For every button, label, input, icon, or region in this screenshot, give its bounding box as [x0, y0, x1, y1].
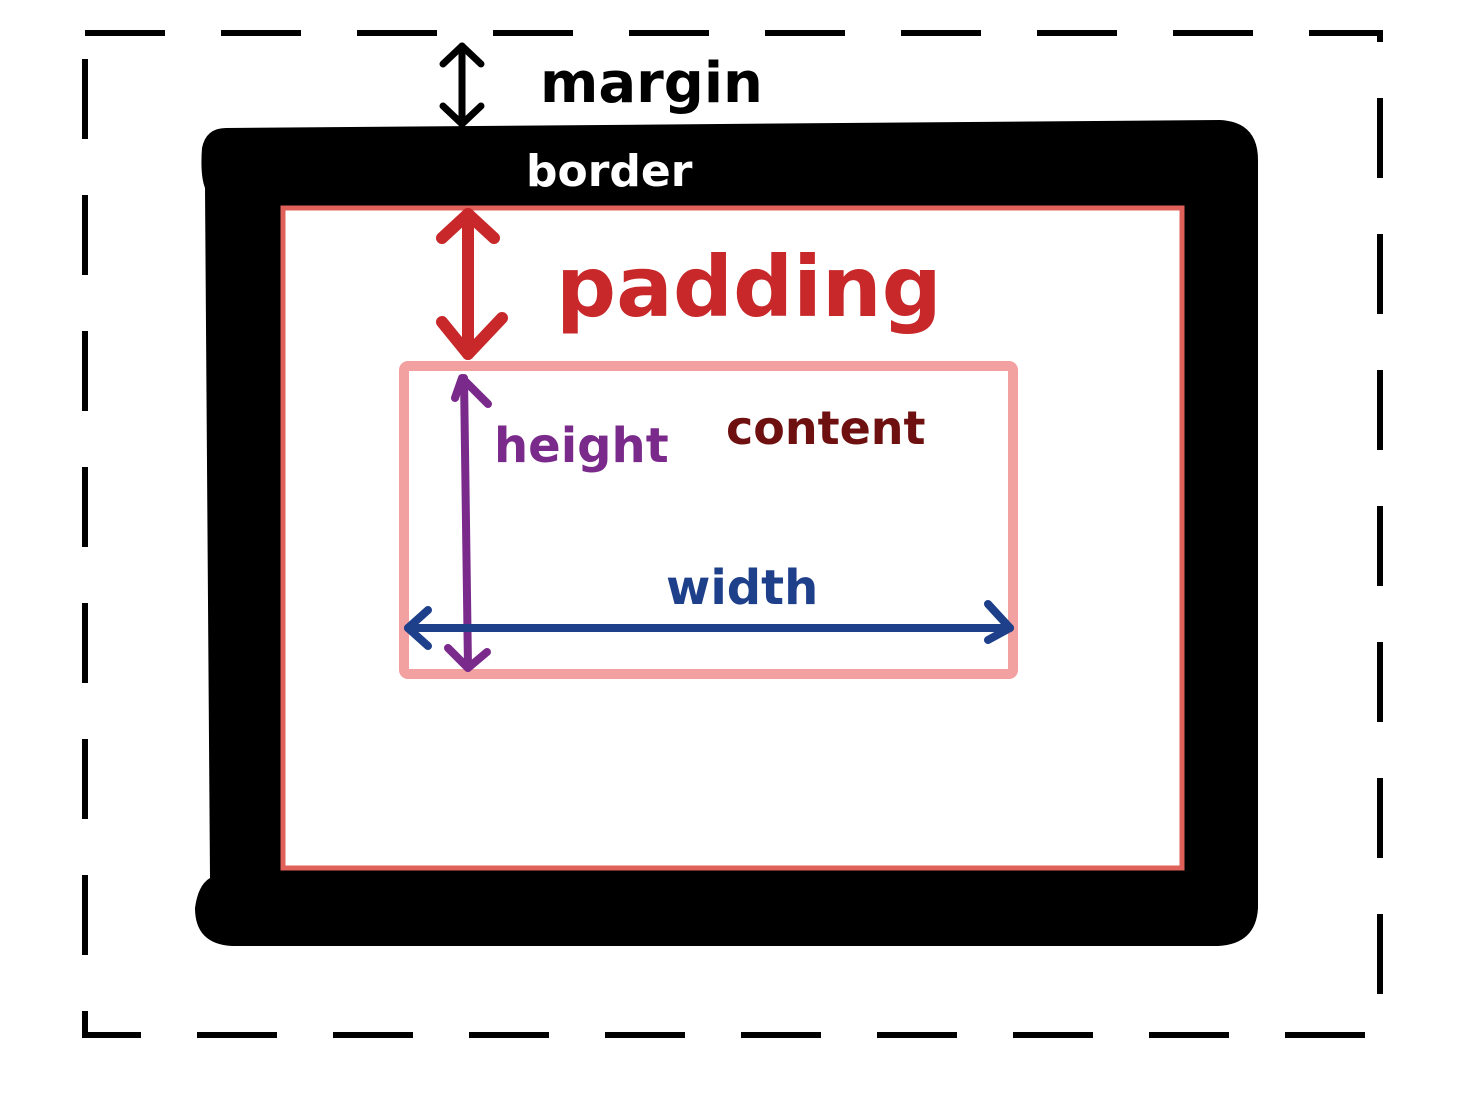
margin-label: margin — [540, 51, 763, 116]
margin-box — [82, 30, 1383, 1038]
content-label: content — [726, 401, 926, 455]
width-arrow — [404, 600, 1014, 650]
padding-arrow — [436, 208, 508, 360]
width-label: width — [666, 560, 818, 616]
padding-label: padding — [556, 238, 942, 336]
height-arrow — [444, 374, 492, 672]
content-box — [399, 361, 1018, 679]
height-label: height — [494, 418, 669, 474]
border-label: border — [526, 146, 693, 197]
border-frame — [195, 120, 1258, 946]
margin-arrow — [439, 42, 485, 128]
